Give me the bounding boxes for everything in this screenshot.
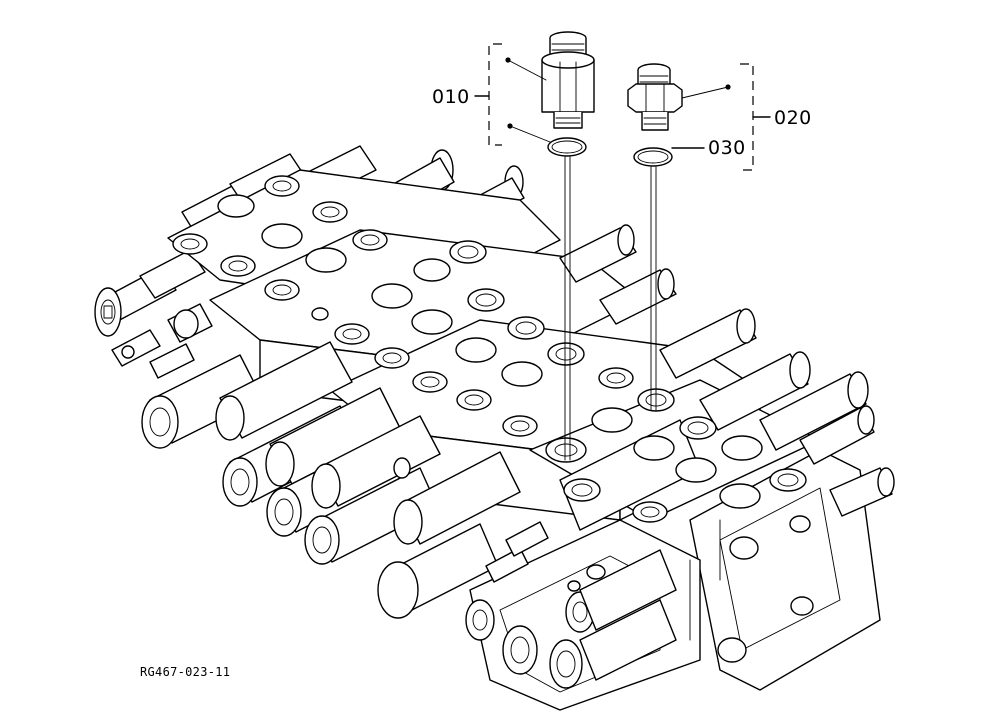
top-ports <box>172 175 814 663</box>
part-030-o-ring-left <box>547 137 587 157</box>
control-valve-assembly <box>94 145 895 711</box>
installation-lines <box>564 156 657 461</box>
part-010-relief-valve <box>541 31 595 129</box>
figure-reference-code: RG467-023-11 <box>140 665 230 679</box>
front-cover-ports <box>465 549 677 689</box>
front-spool-row <box>141 341 521 619</box>
callout-010: 010 <box>432 43 551 146</box>
right-spool-row <box>559 224 895 517</box>
lever-links <box>111 303 549 583</box>
part-020-plug <box>627 63 683 131</box>
callout-label-030: 030 <box>708 137 746 159</box>
callout-label-010: 010 <box>432 86 470 108</box>
callout-label-020: 020 <box>774 107 812 129</box>
part-030-o-ring-right <box>633 147 673 167</box>
callout-020: 020 <box>681 63 812 171</box>
callout-030: 030 <box>671 137 746 159</box>
